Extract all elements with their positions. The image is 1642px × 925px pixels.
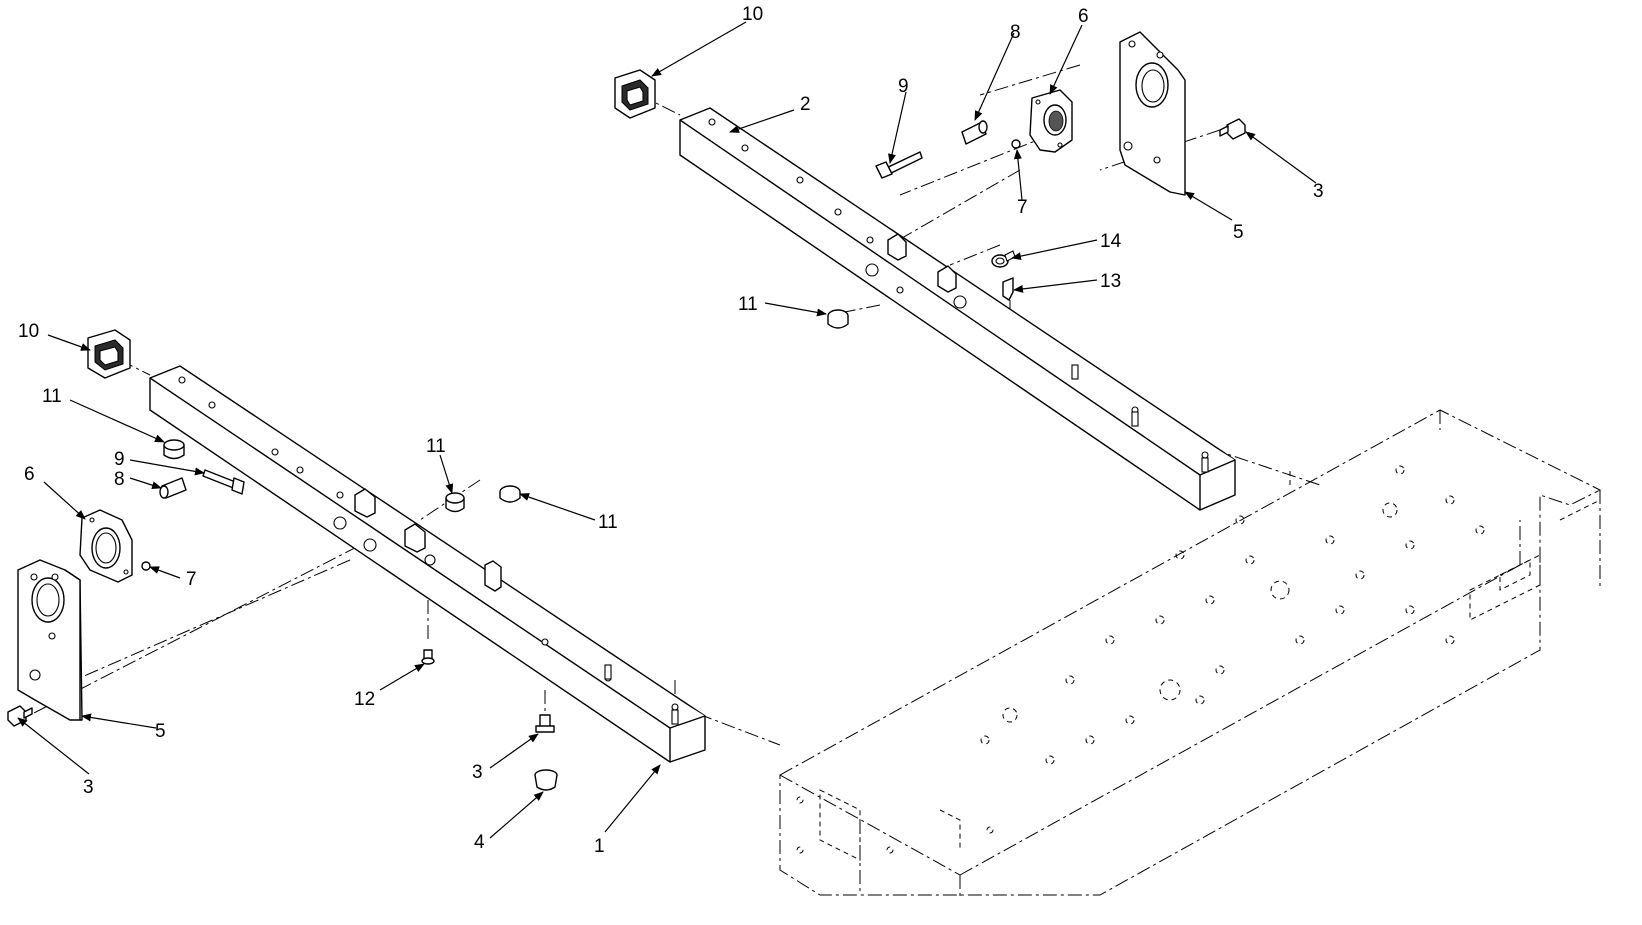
- plug-part-11-middle: [445, 492, 465, 513]
- tube-part-2: [679, 107, 1236, 511]
- plug-part-11-upper: [827, 309, 849, 329]
- bearing-flange-part-6-upper: [1029, 89, 1073, 153]
- callout-7-upper: 7: [1017, 197, 1028, 218]
- callout-14: 14: [1100, 231, 1122, 252]
- callout-4: 4: [474, 832, 485, 853]
- mount-plate-part-5-lower: [17, 559, 83, 721]
- callout-10-lower: 10: [18, 321, 39, 342]
- spacer-part-8-upper: [961, 120, 988, 145]
- callout-5-upper: 5: [1233, 222, 1244, 243]
- callout-5-lower: 5: [155, 721, 166, 742]
- callout-3-upper: 3: [1313, 181, 1324, 202]
- callout-9-lower: 9: [114, 449, 125, 470]
- callout-8-lower: 8: [114, 469, 125, 490]
- callout-1: 1: [594, 836, 605, 857]
- callout-13: 13: [1100, 271, 1121, 292]
- bearing-flange-part-6-lower: [79, 509, 133, 583]
- spacer-part-8-lower: [159, 477, 187, 499]
- callout-3-lower-left: 3: [83, 777, 94, 798]
- screw-part-7-lower: [141, 561, 151, 571]
- callout-2: 2: [800, 94, 811, 115]
- callout-8-upper: 8: [1010, 22, 1021, 43]
- callout-11-upper: 11: [738, 294, 758, 315]
- callout-7-lower: 7: [186, 569, 197, 590]
- frame-holes: [796, 465, 1485, 854]
- plug-part-11-right: [499, 485, 521, 503]
- clamp-part-14: [991, 250, 1016, 268]
- leader-lines: [17, 21, 1317, 839]
- callout-6-lower: 6: [24, 464, 35, 485]
- bolt-part-3-lower-left: [7, 705, 33, 727]
- callout-labels: 10 2 8 6 9 7 3 5 14 13 11 10 11 9 8 6 7 …: [18, 4, 1324, 857]
- frame-assembly-phantom: [779, 409, 1602, 900]
- bolt-part-9-upper: [875, 151, 923, 179]
- callout-6-upper: 6: [1078, 6, 1089, 27]
- callout-3-lower: 3: [472, 762, 483, 783]
- callout-9-upper: 9: [898, 76, 909, 97]
- screw-part-12: [421, 649, 435, 665]
- end-cap-part-10-lower: [87, 329, 131, 379]
- bolt-part-9-lower: [202, 469, 245, 495]
- end-cap-part-10-upper: [614, 69, 656, 119]
- plug-part-11-left: [163, 439, 185, 460]
- bolt-part-3-lower-vertical: [535, 714, 555, 733]
- callout-12: 12: [354, 689, 375, 710]
- tube-part-1: [149, 365, 706, 763]
- mount-plate-part-5-upper: [1119, 31, 1186, 196]
- callout-11-left: 11: [42, 386, 62, 407]
- fitting-part-13: [1002, 277, 1014, 301]
- callout-11-middle: 11: [426, 436, 446, 457]
- bolt-part-3-upper: [1219, 118, 1246, 140]
- foot-cap-part-4: [534, 769, 558, 791]
- callout-11-right: 11: [598, 512, 618, 533]
- callout-10-upper: 10: [742, 4, 763, 25]
- screw-part-7-upper: [1011, 139, 1021, 149]
